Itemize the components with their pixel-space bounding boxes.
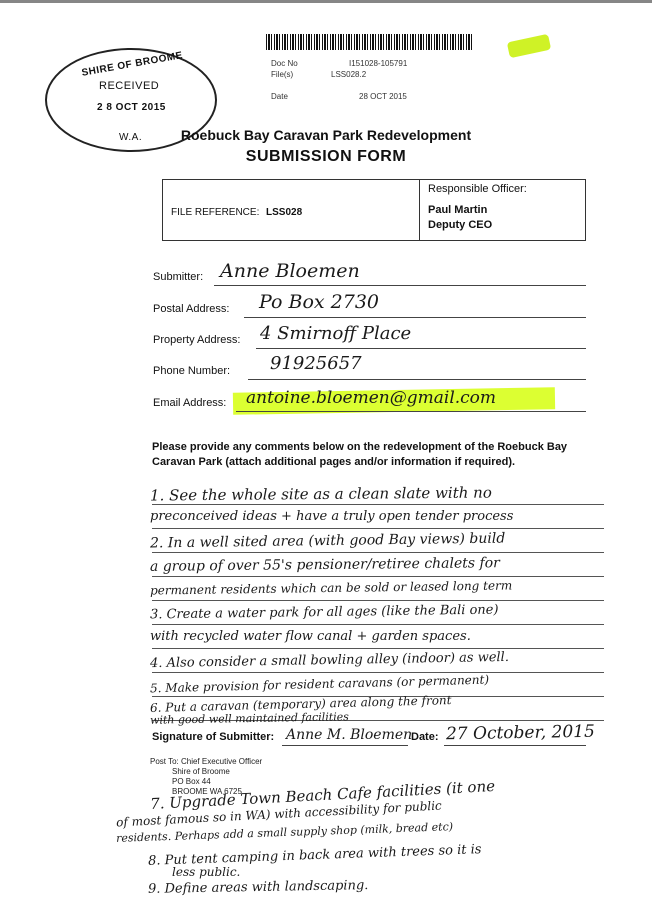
- property-address-value[interactable]: 4 Smirnoff Place: [260, 323, 412, 344]
- signature-value[interactable]: Anne M. Bloemen: [286, 727, 413, 743]
- received-stamp: SHIRE OF BROOME RECEIVED 2 8 OCT 2015 W.…: [45, 48, 217, 152]
- email-address-line: [236, 411, 586, 412]
- files-value: LSS028.2: [331, 70, 367, 79]
- ruled-line: [152, 648, 604, 649]
- comment-line[interactable]: 1. See the whole site as a clean slate w…: [149, 483, 492, 505]
- submitter-label: Submitter:: [153, 271, 204, 283]
- phone-number-line: [248, 379, 586, 380]
- comment-line[interactable]: preconceived ideas + have a truly open t…: [150, 509, 514, 524]
- signature-date-label: Date:: [411, 731, 439, 743]
- signature-date-value[interactable]: 27 October, 2015: [445, 721, 596, 745]
- post-to-line: Shire of Broome: [172, 767, 230, 776]
- ruled-line: [152, 552, 604, 553]
- comment-line[interactable]: permanent residents which can be sold or…: [149, 578, 513, 598]
- submitter-value[interactable]: Anne Bloemen: [220, 260, 360, 282]
- comments-instructions: Please provide any comments below on the…: [152, 441, 568, 468]
- phone-number-label: Phone Number:: [153, 365, 231, 377]
- date-label: Date: [271, 92, 288, 101]
- phone-number-value[interactable]: 91925657: [270, 353, 362, 374]
- page-subtitle: SUBMISSION FORM: [245, 148, 407, 165]
- postal-address-value[interactable]: Po Box 2730: [259, 291, 380, 313]
- comment-line[interactable]: with recycled water flow canal + garden …: [150, 629, 471, 644]
- property-address-label: Property Address:: [153, 334, 241, 346]
- submitter-line: [214, 285, 586, 286]
- postal-address-line: [244, 317, 586, 318]
- comment-line[interactable]: 3. Create a water park for all ages (lik…: [149, 602, 499, 623]
- email-address-value[interactable]: antoine.bloemen@gmail.com: [246, 388, 497, 408]
- post-to-line: Post To: Chief Executive Officer: [150, 757, 263, 766]
- comment-line[interactable]: with good well maintained facilities: [149, 710, 349, 727]
- officer-name: Paul Martin: [428, 204, 488, 216]
- file-reference-value: LSS028: [266, 207, 303, 218]
- doc-no-value: I151028-105791: [349, 59, 408, 68]
- stamp-received-text: RECEIVED: [99, 80, 160, 92]
- highlighter-mark: [506, 33, 552, 59]
- comment-line[interactable]: a group of over 55's pensioner/retiree c…: [149, 555, 500, 575]
- ruled-line: [152, 696, 604, 697]
- ruled-line: [152, 624, 604, 625]
- email-address-label: Email Address:: [153, 397, 227, 409]
- stamp-wa-text: W.A.: [119, 132, 143, 143]
- ruled-line: [152, 576, 604, 577]
- ruled-line: [152, 672, 604, 673]
- signature-label: Signature of Submitter:: [152, 731, 275, 743]
- officer-title: Deputy CEO: [428, 219, 493, 231]
- ruled-line: [152, 600, 604, 601]
- post-to-line: BROOME WA 6725: [172, 787, 242, 796]
- signature-date-line: [444, 745, 586, 746]
- comment-line[interactable]: 5. Make provision for resident caravans …: [149, 672, 490, 696]
- reference-box-divider: [419, 180, 420, 240]
- stamp-shire-text: SHIRE OF BROOME: [80, 50, 184, 79]
- property-address-line: [256, 348, 586, 349]
- file-reference-label: FILE REFERENCE:: [171, 207, 260, 218]
- document-barcode: [266, 34, 474, 50]
- post-to-line: PO Box 44: [172, 777, 211, 786]
- post-to-address: Post To: Chief Executive Officer Shire o…: [150, 757, 262, 797]
- extra-comment-line[interactable]: less public.: [172, 865, 241, 879]
- scan-edge-line: [0, 0, 652, 3]
- ruled-line: [152, 720, 604, 721]
- ruled-line: [152, 504, 604, 505]
- date-value: 28 OCT 2015: [359, 92, 407, 101]
- file-reference-box: FILE REFERENCE: LSS028 Responsible Offic…: [162, 179, 586, 241]
- ruled-line: [152, 528, 604, 529]
- stamp-date-text: 2 8 OCT 2015: [97, 102, 166, 113]
- signature-line: [282, 745, 408, 746]
- comment-line[interactable]: 4. Also consider a small bowling alley (…: [149, 649, 510, 672]
- comment-line[interactable]: 2. In a well sited area (with good Bay v…: [149, 530, 506, 552]
- files-label: File(s): [271, 70, 294, 79]
- postal-address-label: Postal Address:: [153, 303, 230, 315]
- extra-comment-line[interactable]: 9. Define areas with landscaping.: [147, 878, 369, 897]
- page-title: Roebuck Bay Caravan Park Redevelopment: [180, 127, 472, 143]
- doc-no-label: Doc No: [271, 59, 298, 68]
- responsible-officer-label: Responsible Officer:: [428, 183, 527, 195]
